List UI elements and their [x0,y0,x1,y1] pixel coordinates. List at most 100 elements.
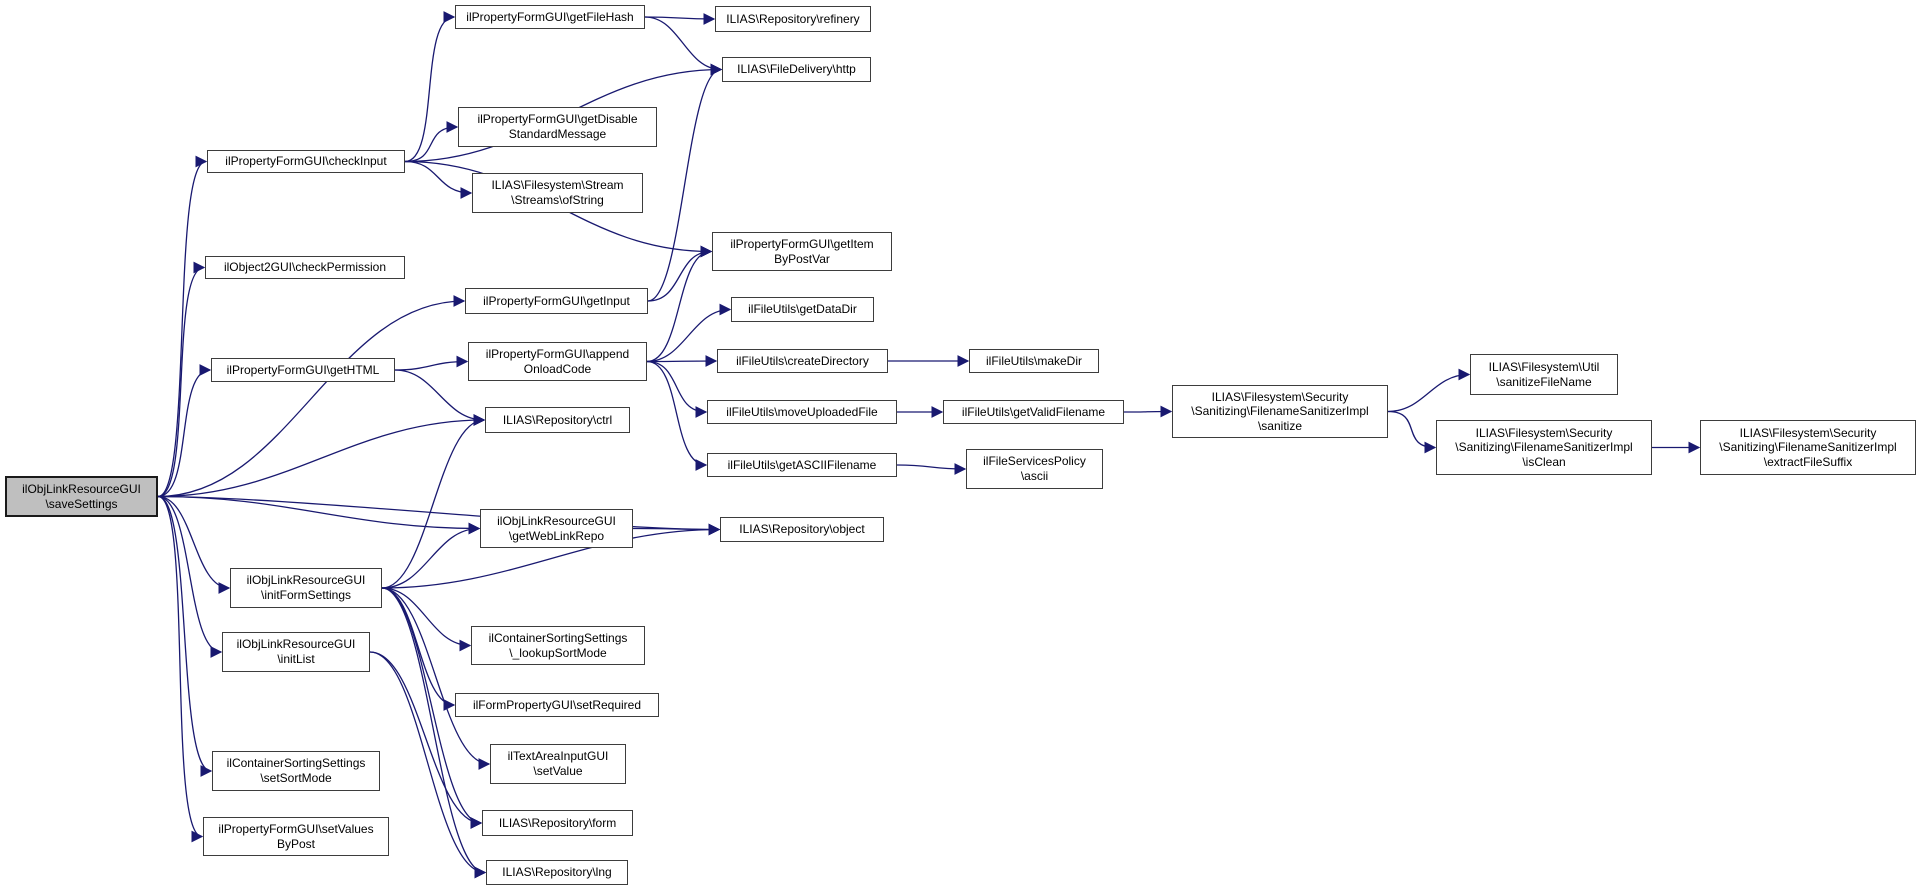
node-label: ilFileUtils\makeDir [985,353,1082,368]
node-ascii[interactable]: ilFileServicesPolicy \ascii [966,449,1103,489]
edge-saveSettings-getHTML [157,364,212,498]
node-makeDir[interactable]: ilFileUtils\makeDir [969,349,1099,373]
node-sanitizeFileName[interactable]: ILIAS\Filesystem\Util \sanitizeFileName [1470,354,1618,395]
node-saveSettings[interactable]: ilObjLinkResourceGUI \saveSettings [5,476,158,517]
edge-initFormSettings-lng [381,587,487,879]
edge-checkInput-getFileHash [404,11,456,163]
node-label: ilFileUtils\createDirectory [736,353,869,368]
node-label: ilContainerSortingSettings \_lookupSortM… [488,630,628,660]
edge-saveSettings-checkInput [157,155,208,498]
edge-saveSettings-initList [157,495,223,658]
node-label: ILIAS\Repository\object [739,522,865,537]
edge-appendOnloadCode-getItemByPostVar [646,245,713,363]
edge-initFormSettings-setValue [381,587,491,770]
node-label: ilObjLinkResourceGUI \initFormSettings [246,573,366,602]
edge-getInput-http [647,63,723,302]
edge-initFormSettings-setRequired [381,587,456,711]
edge-saveSettings-getWebLinkRepo [157,495,481,535]
edge-getInput-getItemByPostVar [647,245,713,302]
edge-getFileHash-refinery [644,13,716,25]
edge-sanitize-sanitizeFileName [1387,368,1471,413]
node-setValue[interactable]: ilTextAreaInputGUI \setValue [490,744,626,784]
node-getASCIIFilename[interactable]: ilFileUtils\getASCIIFilename [707,453,897,477]
edge-initList-form [369,651,483,829]
edge-getFileHash-http [644,16,723,76]
node-label: ilPropertyFormGUI\getInput [483,293,630,308]
node-getInput[interactable]: ilPropertyFormGUI\getInput [465,288,648,314]
edge-initFormSettings-getWebLinkRepo [381,522,481,589]
edge-checkInput-ofString [404,160,473,199]
edge-getWebLinkRepo-object [632,523,721,536]
node-ofString[interactable]: ILIAS\Filesystem\Stream \Streams\ofStrin… [472,173,643,213]
node-lng[interactable]: ILIAS\Repository\lng [486,860,628,885]
node-label: ilPropertyFormGUI\setValues ByPost [218,821,374,851]
node-label: ilPropertyFormGUI\append OnloadCode [485,346,630,376]
edge-saveSettings-getInput [157,295,466,498]
node-label: ILIAS\Repository\refinery [726,11,860,26]
node-getItemByPostVar[interactable]: ilPropertyFormGUI\getItem ByPostVar [712,232,892,271]
node-lookupSortMode[interactable]: ilContainerSortingSettings \_lookupSortM… [471,626,645,665]
edge-getValidFilename-sanitize [1123,405,1173,418]
node-label: ilObjLinkResourceGUI \getWebLinkRepo [497,513,616,543]
node-label: ilObject2GUI\checkPermission [223,260,387,275]
node-label: ILIAS\Repository\ctrl [502,412,613,427]
node-label: ilTextAreaInputGUI \setValue [507,749,609,778]
node-label: ilObjLinkResourceGUI \saveSettings [22,481,141,511]
node-initFormSettings[interactable]: ilObjLinkResourceGUI \initFormSettings [230,568,382,608]
node-label: ILIAS\Filesystem\Security \Sanitizing\Fi… [1191,389,1369,433]
edge-saveSettings-setSortMode [157,495,213,777]
node-label: ilContainerSortingSettings \setSortMode [226,756,366,785]
edge-initFormSettings-lookupSortMode [381,587,472,652]
node-label: ilFileUtils\getValidFilename [961,404,1106,419]
node-ctrl[interactable]: ILIAS\Repository\ctrl [485,407,630,433]
node-label: ilFileUtils\moveUploadedFile [726,404,878,419]
node-getWebLinkRepo[interactable]: ilObjLinkResourceGUI \getWebLinkRepo [480,509,633,548]
node-createDirectory[interactable]: ilFileUtils\createDirectory [717,349,888,373]
node-form[interactable]: ILIAS\Repository\form [482,810,633,836]
edge-saveSettings-ctrl [157,414,486,498]
node-label: ILIAS\Repository\form [498,815,617,830]
edge-getHTML-appendOnloadCode [394,355,469,371]
node-getHTML[interactable]: ilPropertyFormGUI\getHTML [211,358,395,382]
node-label: ilFileServicesPolicy \ascii [983,454,1086,483]
node-getDisableStandardMessage[interactable]: ilPropertyFormGUI\getDisable StandardMes… [458,107,657,147]
node-initList[interactable]: ilObjLinkResourceGUI \initList [222,632,370,672]
node-setRequired[interactable]: ilFormPropertyGUI\setRequired [455,693,659,717]
node-checkInput[interactable]: ilPropertyFormGUI\checkInput [207,150,405,173]
edge-initFormSettings-ctrl [381,414,486,589]
node-isClean[interactable]: ILIAS\Filesystem\Security \Sanitizing\Fi… [1436,420,1652,475]
node-checkPermission[interactable]: ilObject2GUI\checkPermission [205,256,405,279]
node-sanitize[interactable]: ILIAS\Filesystem\Security \Sanitizing\Fi… [1172,385,1388,438]
node-label: ilPropertyFormGUI\getDisable StandardMes… [477,112,638,141]
node-label: ILIAS\Filesystem\Util \sanitizeFileName [1488,359,1600,389]
edge-saveSettings-setValuesByPost [157,495,204,843]
node-http[interactable]: ILIAS\FileDelivery\http [722,57,871,82]
node-label: ilPropertyFormGUI\checkInput [225,154,387,169]
edge-sanitize-isClean [1387,410,1437,454]
edge-appendOnloadCode-createDirectory [646,355,718,367]
edge-appendOnloadCode-getASCIIFilename [646,360,708,471]
node-setSortMode[interactable]: ilContainerSortingSettings \setSortMode [212,751,380,791]
node-getValidFilename[interactable]: ilFileUtils\getValidFilename [943,400,1124,424]
node-getFileHash[interactable]: ilPropertyFormGUI\getFileHash [455,5,645,29]
edge-saveSettings-initFormSettings [157,495,231,594]
node-getDataDir[interactable]: ilFileUtils\getDataDir [731,297,874,322]
edge-getASCIIFilename-ascii [896,463,967,475]
edge-saveSettings-checkPermission [157,261,206,498]
edge-appendOnloadCode-moveUploadedFile [646,360,708,418]
node-appendOnloadCode[interactable]: ilPropertyFormGUI\append OnloadCode [468,342,647,381]
edge-checkInput-getDisableStandardMessage [404,121,459,163]
node-label: ilFileUtils\getDataDir [748,302,857,317]
node-label: ILIAS\Filesystem\Security \Sanitizing\Fi… [1719,425,1897,469]
node-object[interactable]: ILIAS\Repository\object [720,517,884,542]
node-refinery[interactable]: ILIAS\Repository\refinery [715,6,871,32]
node-label: ilPropertyFormGUI\getFileHash [466,9,634,24]
node-label: ilObjLinkResourceGUI \initList [236,637,356,666]
node-label: ILIAS\Repository\lng [502,865,612,880]
node-setValuesByPost[interactable]: ilPropertyFormGUI\setValues ByPost [203,817,389,856]
node-label: ilFormPropertyGUI\setRequired [472,697,642,712]
node-moveUploadedFile[interactable]: ilFileUtils\moveUploadedFile [707,400,897,424]
node-extractFileSuffix[interactable]: ILIAS\Filesystem\Security \Sanitizing\Fi… [1700,420,1916,475]
node-label: ILIAS\Filesystem\Security \Sanitizing\Fi… [1455,425,1633,469]
